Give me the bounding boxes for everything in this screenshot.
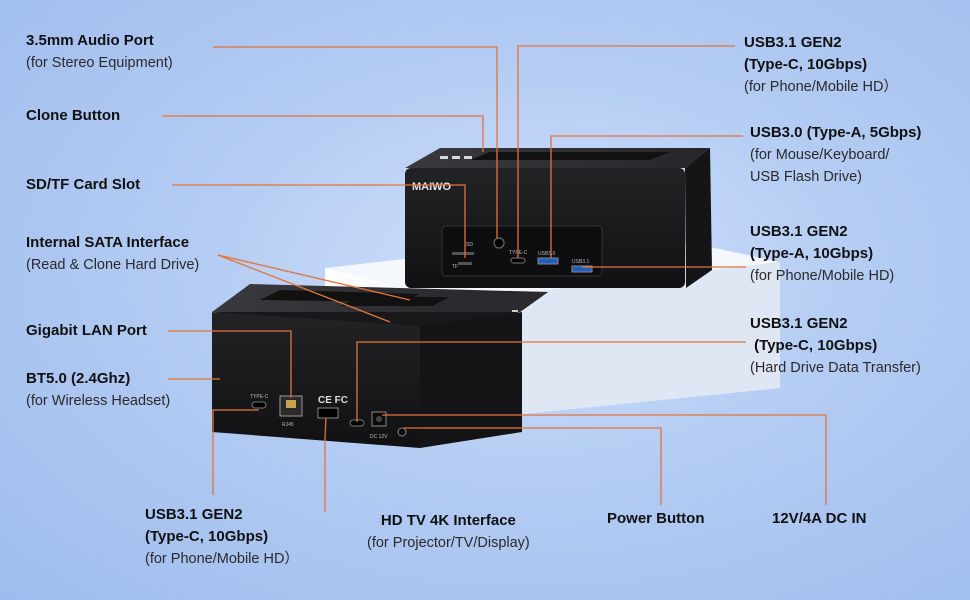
callout-hdtv: HD TV 4K Interface (for Projector/TV/Dis…: [367, 510, 530, 554]
front-dock-unit: TYPE-C RJ45 CE FC DC 12V: [212, 284, 548, 448]
front-led-strip: [440, 156, 472, 159]
leader-clone: [162, 115, 484, 152]
leader-sata-1: [217, 254, 411, 301]
leader-usbc-bottom: [212, 409, 259, 495]
callout-title: USB3.1 GEN2: [750, 315, 848, 332]
power-button-shape: [397, 427, 407, 437]
callout-title: Internal SATA Interface: [26, 234, 190, 251]
leader-audio: [213, 46, 498, 238]
callout-subtitle: (for Phone/Mobile HD): [750, 268, 895, 284]
callout-subtitle: (for Stereo Equipment): [26, 55, 173, 71]
leader-usbc-top: [517, 45, 735, 258]
typec-label-front: TYPE-C: [250, 394, 269, 400]
callout-title: BT5.0 (2.4Ghz): [26, 370, 131, 387]
callout-title: Clone Button: [26, 107, 121, 124]
leader-hdtv: [324, 417, 327, 512]
callout-clone-button: Clone Button: [26, 105, 120, 127]
callout-title: USB3.0 (Type-A, 5Gbps): [750, 124, 922, 141]
callout-power-button: Power Button: [607, 508, 705, 530]
callout-title: Gigabit LAN Port: [26, 322, 147, 339]
audio-jack: [493, 237, 505, 249]
callout-subtitle: (for Projector/TV/Display): [367, 535, 530, 551]
brand-logo: MAIWO: [412, 181, 452, 193]
certification-marks: CE FC: [318, 395, 348, 406]
callout-audio-port: 3.5mm Audio Port (for Stereo Equipment): [26, 30, 173, 74]
usb-c-port-lower: [251, 401, 267, 409]
usb30-label: USB3.0: [538, 251, 555, 257]
callout-subtitle: (for Phone/Mobile HD）: [744, 79, 898, 95]
usb30-port: [537, 257, 559, 265]
usb31-port: [571, 265, 593, 273]
leader-dc: [382, 414, 827, 505]
rj45-label: RJ45: [282, 422, 294, 428]
leader-power: [404, 427, 662, 505]
rj45-pins: [286, 400, 296, 408]
back-dock-unit: MAIWO SD TF TYPE-C USB3.0 USB3.1: [405, 148, 712, 288]
callout-title: 12V/4A DC IN: [772, 510, 867, 527]
callout-subtitle: (Read & Clone Hard Drive): [26, 257, 200, 273]
callout-title-2: (Type-C, 10Gbps): [145, 528, 269, 545]
callout-usb30: USB3.0 (Type-A, 5Gbps) (for Mouse/Keyboa…: [750, 122, 921, 188]
leader-lan: [168, 330, 292, 398]
sd-tf-slot: [452, 252, 474, 265]
callout-title: SD/TF Card Slot: [26, 176, 141, 193]
callout-title-2: (Type-C, 10Gbps): [750, 337, 878, 354]
dc-jack-pin: [376, 416, 382, 422]
callout-title: USB3.1 GEN2: [744, 34, 842, 51]
callout-usba-31: USB3.1 GEN2 (Type-A, 10Gbps) (for Phone/…: [750, 221, 894, 287]
hdmi-port: [317, 407, 339, 419]
callout-sata-interface: Internal SATA Interface (Read & Clone Ha…: [26, 232, 199, 276]
callout-subtitle: (Hard Drive Data Transfer): [750, 360, 921, 376]
usb31-label: USB3.1: [572, 259, 589, 265]
leader-lines: [162, 45, 827, 512]
callout-subtitle: (for Phone/Mobile HD）: [145, 551, 299, 567]
callout-title: USB3.1 GEN2: [145, 506, 243, 523]
callout-title: 3.5mm Audio Port: [26, 32, 154, 49]
leader-usbc-hd: [356, 341, 746, 422]
dc-label: DC 12V: [370, 434, 388, 440]
callout-title-2: (Type-C, 10Gbps): [744, 56, 868, 73]
callout-title: Power Button: [607, 510, 705, 527]
callout-subtitle-2: USB Flash Drive): [750, 169, 862, 185]
callout-sd-tf-slot: SD/TF Card Slot: [26, 174, 140, 196]
tf-label: TF: [452, 264, 458, 270]
leader-usb30: [550, 135, 743, 258]
callout-title-2: (Type-A, 10Gbps): [750, 245, 874, 262]
callout-subtitle: (for Mouse/Keyboard/: [750, 147, 890, 163]
callout-usbc-bottom: USB3.1 GEN2 (Type-C, 10Gbps) (for Phone/…: [145, 504, 299, 570]
leader-sata-2: [217, 254, 391, 323]
callout-subtitle: (for Wireless Headset): [26, 393, 171, 409]
callout-usbc-top: USB3.1 GEN2 (Type-C, 10Gbps) (for Phone/…: [744, 32, 898, 98]
callout-dc-in: 12V/4A DC IN: [772, 508, 866, 530]
callout-bluetooth: BT5.0 (2.4Ghz) (for Wireless Headset): [26, 368, 170, 412]
callout-lan-port: Gigabit LAN Port: [26, 320, 147, 342]
callout-title: HD TV 4K Interface: [380, 512, 516, 529]
usb-c-port-top: [510, 257, 526, 264]
sd-label: SD: [466, 242, 473, 248]
callout-usbc-hd: USB3.1 GEN2 (Type-C, 10Gbps) (Hard Drive…: [750, 313, 921, 379]
leader-sd: [172, 184, 466, 258]
callout-title: USB3.1 GEN2: [750, 223, 848, 240]
